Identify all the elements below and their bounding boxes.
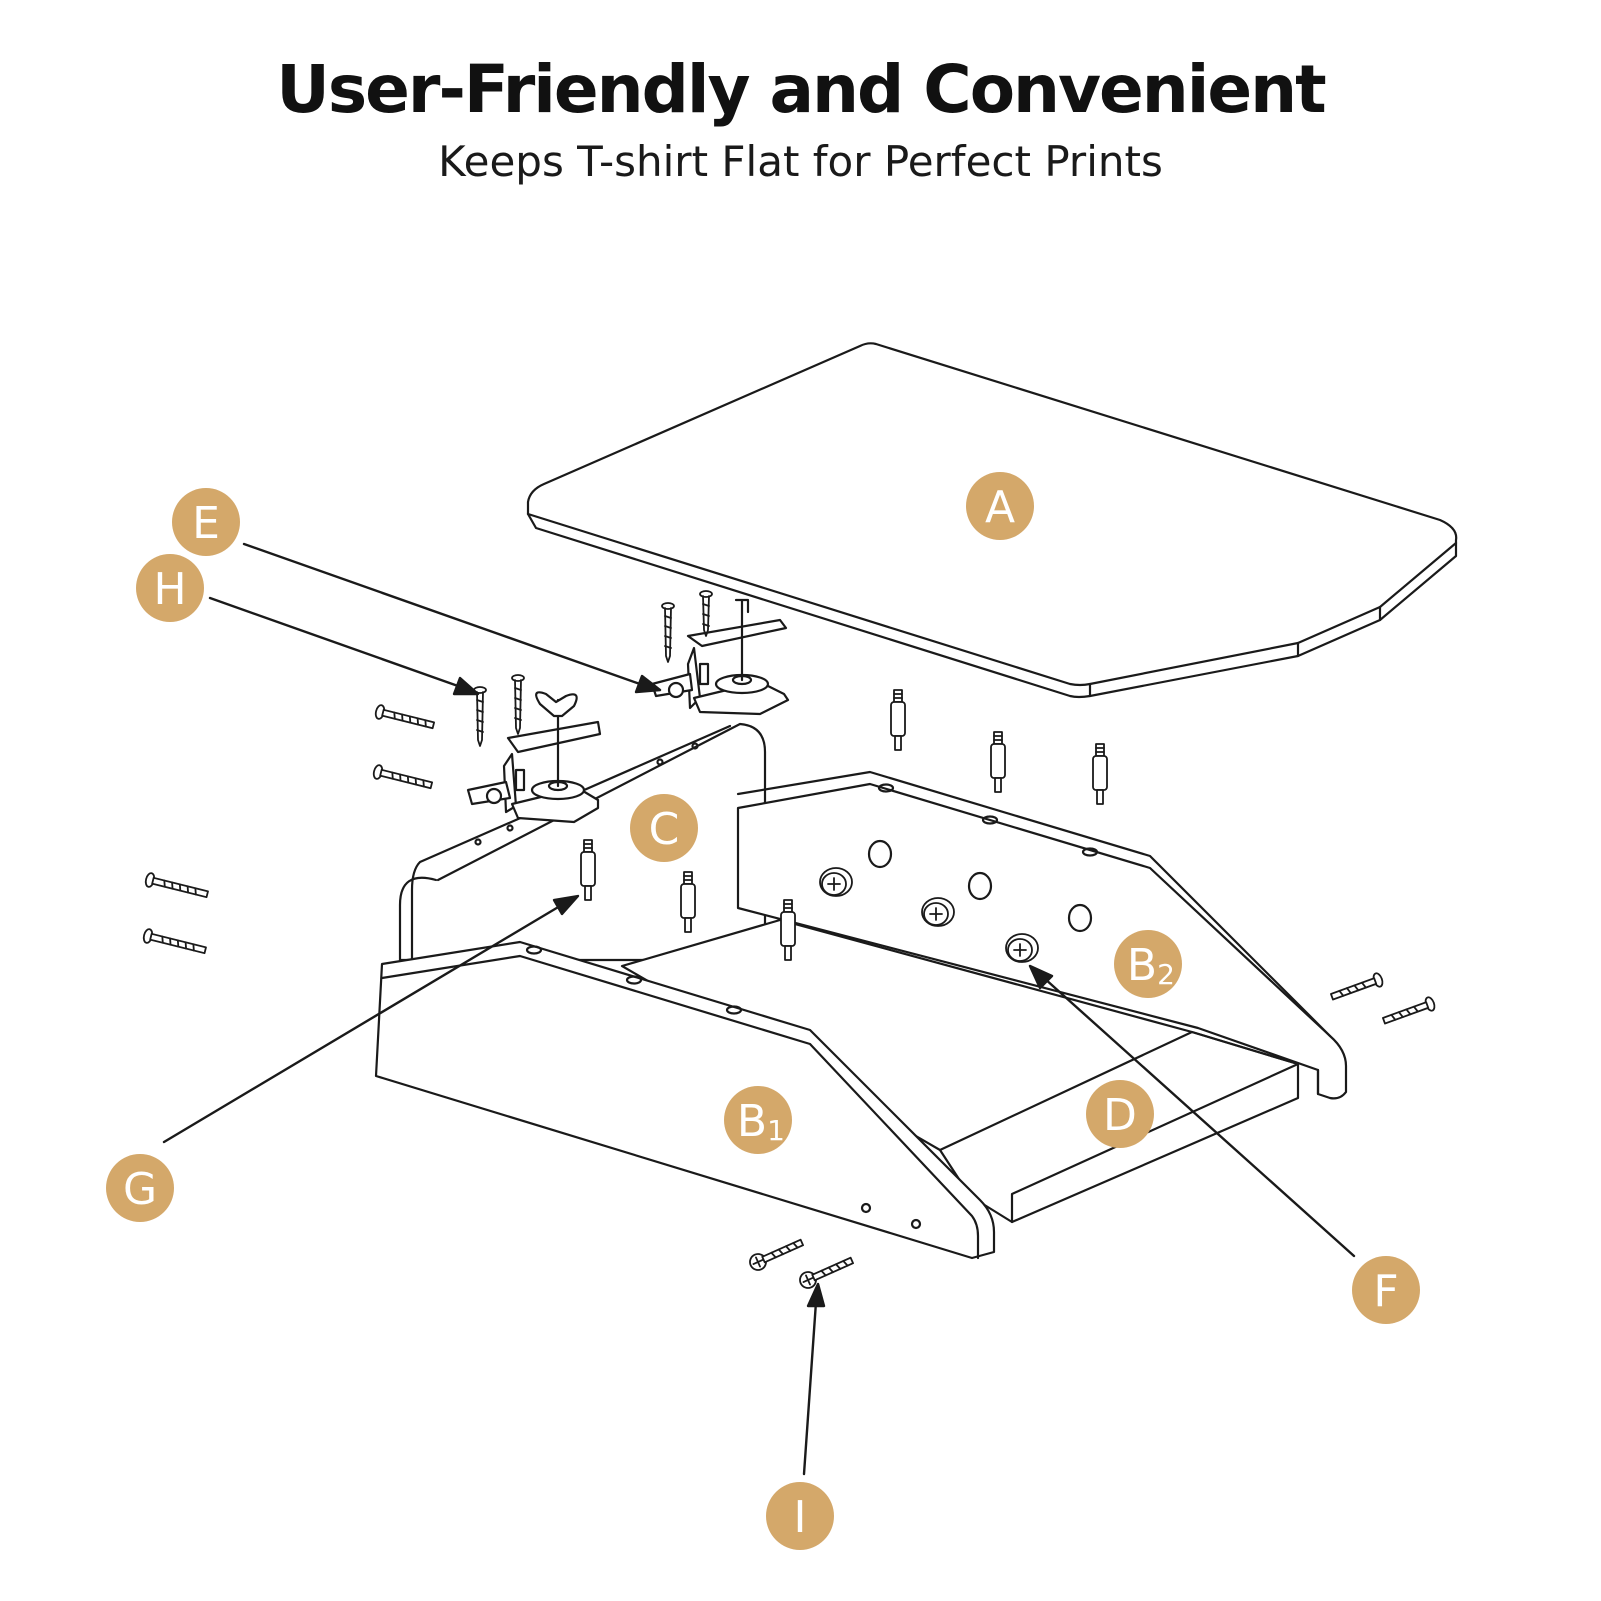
badge-d-label: D [1103,1090,1137,1141]
badge-h: H [136,554,204,622]
badge-i-label: I [794,1492,807,1543]
back-board-c [398,722,767,962]
badge-b2-label: B [1127,940,1157,991]
badge-b1: B 1 [724,1086,792,1154]
page-subtitle: Keeps T-shirt Flat for Perfect Prints [438,137,1163,186]
badge-b1-sub: 1 [767,1114,785,1147]
cam-locks-f [819,867,1039,963]
badge-f-label: F [1373,1266,1398,1317]
badge-b1-label: B [737,1096,767,1147]
badge-f: F [1352,1256,1420,1324]
badge-i: I [766,1482,834,1550]
badge-h-label: H [153,564,186,615]
badge-d: D [1086,1080,1154,1148]
badge-e: E [172,488,240,556]
badge-g-label: G [123,1164,157,1215]
badge-g: G [106,1154,174,1222]
badge-c: C [630,794,698,862]
side-bolts [142,704,1436,1289]
page-title: User-Friendly and Convenient [276,51,1326,128]
clamp-e-upper [650,598,790,716]
badge-e-label: E [192,498,220,549]
badge-a: A [966,472,1034,540]
screws-h [473,590,713,747]
side-board-b2 [736,770,1348,1100]
dowels-g [580,689,1108,961]
badge-b2-sub: 2 [1157,958,1175,991]
side-board-b1 [374,940,996,1260]
part-badges: A B 1 B 2 C D E F G [106,472,1420,1550]
badge-a-label: A [985,482,1015,533]
leader-lines [162,542,1356,1476]
clamp-e-lower [466,691,602,824]
badge-b2: B 2 [1114,930,1182,998]
badge-c-label: C [649,804,680,855]
